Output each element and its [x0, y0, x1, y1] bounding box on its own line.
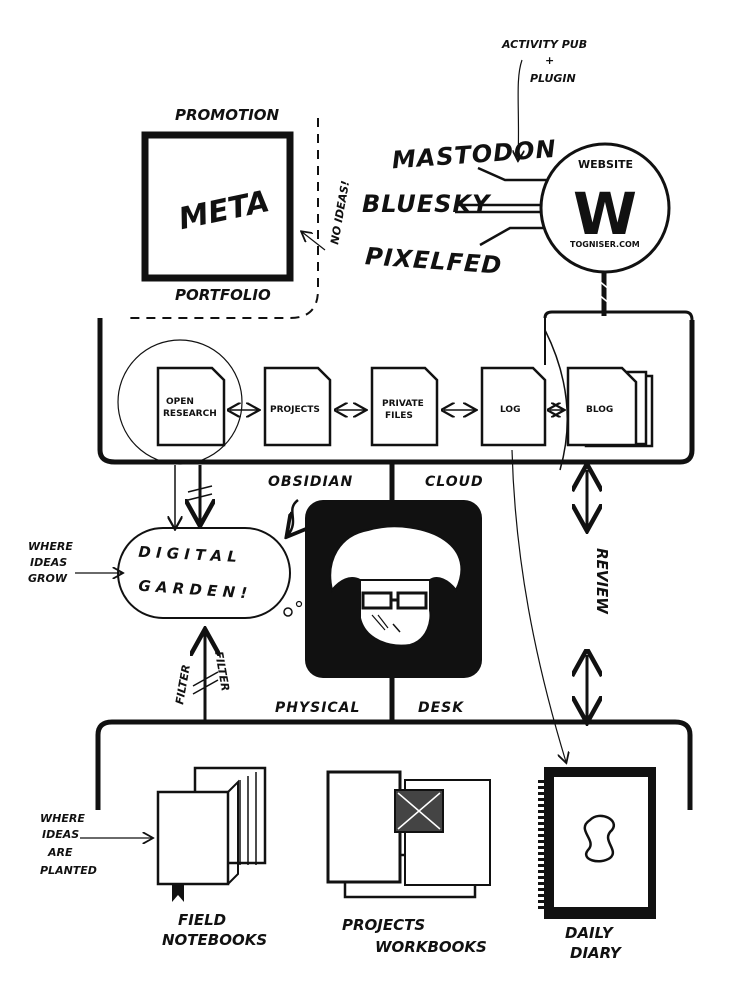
garden-line-1: D I G I T A L — [138, 543, 237, 566]
meta-text: META — [176, 184, 273, 237]
svg-text:PRIVATE: PRIVATE — [382, 399, 424, 409]
pixelfed-label: PIXELFED — [364, 242, 503, 280]
svg-text:DAILY: DAILY — [565, 924, 615, 942]
svg-text:DIARY: DIARY — [570, 944, 623, 962]
doc-open-research: OPEN RESEARCH — [156, 366, 226, 447]
open-research-highlight — [117, 339, 243, 465]
svg-text:WHERE: WHERE — [40, 812, 85, 825]
svg-text:NOTEBOOKS: NOTEBOOKS — [162, 931, 267, 949]
svg-text:IDEAS: IDEAS — [42, 828, 79, 841]
portfolio-caption: PORTFOLIO — [175, 286, 271, 304]
desk-bracket — [95, 719, 693, 810]
svg-text:GROW: GROW — [28, 572, 68, 585]
svg-text:RESEARCH: RESEARCH — [163, 409, 217, 419]
svg-text:PROJECTS: PROJECTS — [270, 405, 320, 415]
meta-box — [141, 131, 294, 282]
website-logo: W — [573, 180, 637, 248]
field-notebooks: FIELD NOTEBOOKS — [156, 766, 267, 949]
physical-label: PHYSICAL — [275, 700, 360, 716]
plugin-label: PLUGIN — [530, 72, 576, 85]
mastodon-label: MASTODON — [391, 135, 557, 174]
no-ideas-note: NO IDEAS! — [328, 180, 352, 246]
svg-text:OPEN: OPEN — [166, 397, 194, 407]
svg-text:WORKBOOKS: WORKBOOKS — [375, 938, 487, 956]
website-url: TOGNISER.COM — [570, 240, 640, 249]
doc-log: LOG — [480, 366, 547, 447]
svg-text:WHERE: WHERE — [28, 540, 73, 553]
dashed-boundary — [125, 118, 319, 319]
cloud-documents: OPEN RESEARCH PROJECTS PRIVATE FILES LOG… — [117, 339, 654, 465]
svg-text:ARE: ARE — [47, 846, 73, 859]
digital-garden: D I G I T A L G A R D E N ! WHERE IDEAS … — [28, 527, 303, 619]
cloud-label: CLOUD — [425, 474, 484, 490]
projects-workbooks: PROJECTS WORKBOOKS — [326, 770, 491, 956]
garden-pill — [117, 527, 291, 619]
filter-label-right: FILTER — [212, 650, 232, 692]
filter-label-left: FILTER — [173, 664, 193, 706]
doc-projects: PROJECTS — [263, 366, 332, 447]
doc-private-files: PRIVATE FILES — [370, 366, 439, 447]
plus-label: + — [545, 54, 554, 67]
daily-diary: DAILY DIARY — [538, 767, 656, 962]
planted-note: WHERE IDEAS ARE PLANTED — [40, 812, 152, 877]
website-label: WEBSITE — [578, 158, 633, 171]
svg-text:FIELD: FIELD — [178, 911, 226, 929]
website-node: WEBSITE W TOGNISER.COM — [539, 142, 671, 316]
obsidian-label: OBSIDIAN — [268, 474, 353, 490]
svg-text:BLOG: BLOG — [586, 405, 613, 415]
cloud-bracket — [97, 310, 695, 471]
avatar-portrait — [305, 500, 482, 678]
svg-text:FILES: FILES — [385, 411, 413, 421]
doc-blog: BLOG — [566, 366, 654, 448]
svg-text:IDEAS: IDEAS — [30, 556, 67, 569]
activity-pub-note: ACTIVITY PUB + PLUGIN — [501, 38, 587, 160]
activity-pub-label: ACTIVITY PUB — [501, 38, 587, 51]
svg-text:PLANTED: PLANTED — [40, 864, 97, 877]
promotion-block: PROMOTION META PORTFOLIO NO IDEAS! — [125, 106, 352, 319]
svg-text:PROJECTS: PROJECTS — [342, 916, 425, 934]
desk-label: DESK — [418, 700, 464, 716]
review-label: REVIEW — [593, 548, 611, 615]
promotion-title: PROMOTION — [175, 106, 280, 124]
social-networks: MASTODON BLUESKY PIXELFED — [362, 135, 557, 280]
svg-text:LOG: LOG — [500, 405, 520, 415]
